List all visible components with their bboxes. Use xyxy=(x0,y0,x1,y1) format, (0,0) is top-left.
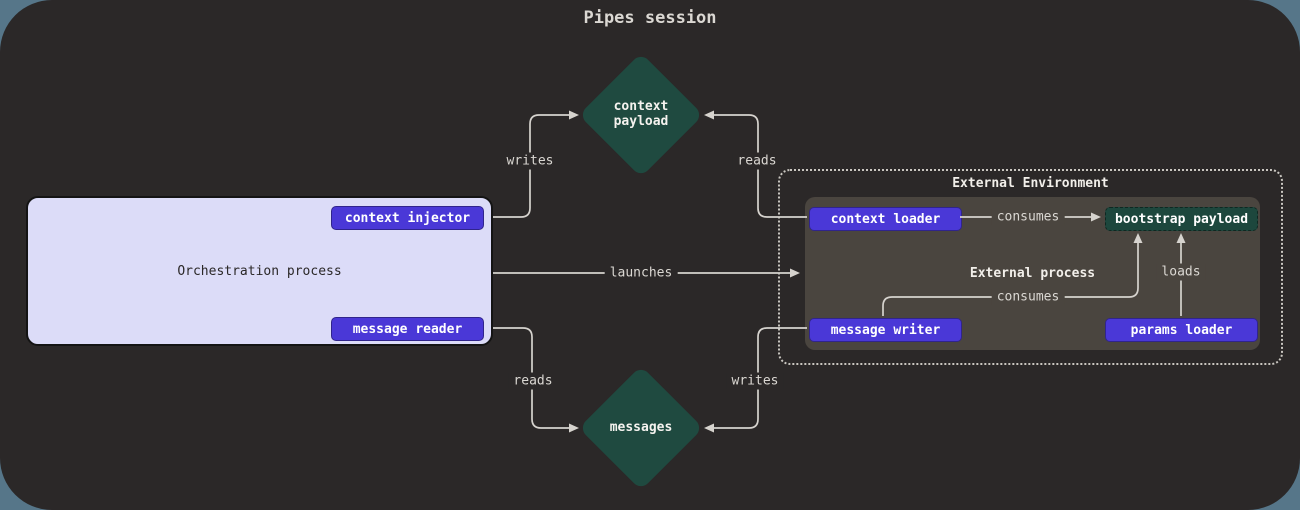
diagram-title: Pipes session xyxy=(583,8,717,28)
edge-label-consumes-bottom: consumes xyxy=(991,288,1065,306)
orchestration-process-box: Orchestration process context injector m… xyxy=(26,196,493,346)
message-reader-node: message reader xyxy=(331,317,484,341)
context-injector-label: context injector xyxy=(344,210,471,226)
bootstrap-payload-node: bootstrap payload xyxy=(1105,207,1258,231)
context-injector-node: context injector xyxy=(331,206,484,230)
arrowhead-writes-top xyxy=(569,110,579,120)
context-loader-node: context loader xyxy=(809,207,962,231)
arrowhead-writes-bottom xyxy=(704,423,714,433)
context-payload-label: context payload xyxy=(613,99,669,129)
edge-label-loads: loads xyxy=(1156,263,1206,281)
message-writer-label: message writer xyxy=(830,322,941,338)
edge-label-writes-bottom: writes xyxy=(726,372,784,390)
external-environment-container: External Environment External process co… xyxy=(778,169,1283,365)
edge-label-consumes-top: consumes xyxy=(991,208,1065,226)
edge-label-launches: launches xyxy=(604,264,678,282)
orchestration-process-label: Orchestration process xyxy=(177,263,342,279)
arrowhead-reads-top xyxy=(704,110,714,120)
bootstrap-payload-label: bootstrap payload xyxy=(1114,211,1249,227)
arrowhead-reads-bottom xyxy=(569,423,579,433)
params-loader-node: params loader xyxy=(1105,318,1258,342)
external-environment-label: External Environment xyxy=(952,176,1109,191)
edge-label-reads-bottom: reads xyxy=(508,372,558,390)
messages-label: messages xyxy=(609,419,673,435)
edge-label-writes-top: writes xyxy=(501,152,559,170)
message-reader-label: message reader xyxy=(352,321,463,337)
edge-label-reads-top: reads xyxy=(732,152,782,170)
params-loader-label: params loader xyxy=(1130,322,1233,338)
context-payload-diamond: context payload xyxy=(578,52,704,178)
message-writer-node: message writer xyxy=(809,318,962,342)
messages-diamond: messages xyxy=(578,365,704,491)
context-loader-label: context loader xyxy=(830,211,941,227)
